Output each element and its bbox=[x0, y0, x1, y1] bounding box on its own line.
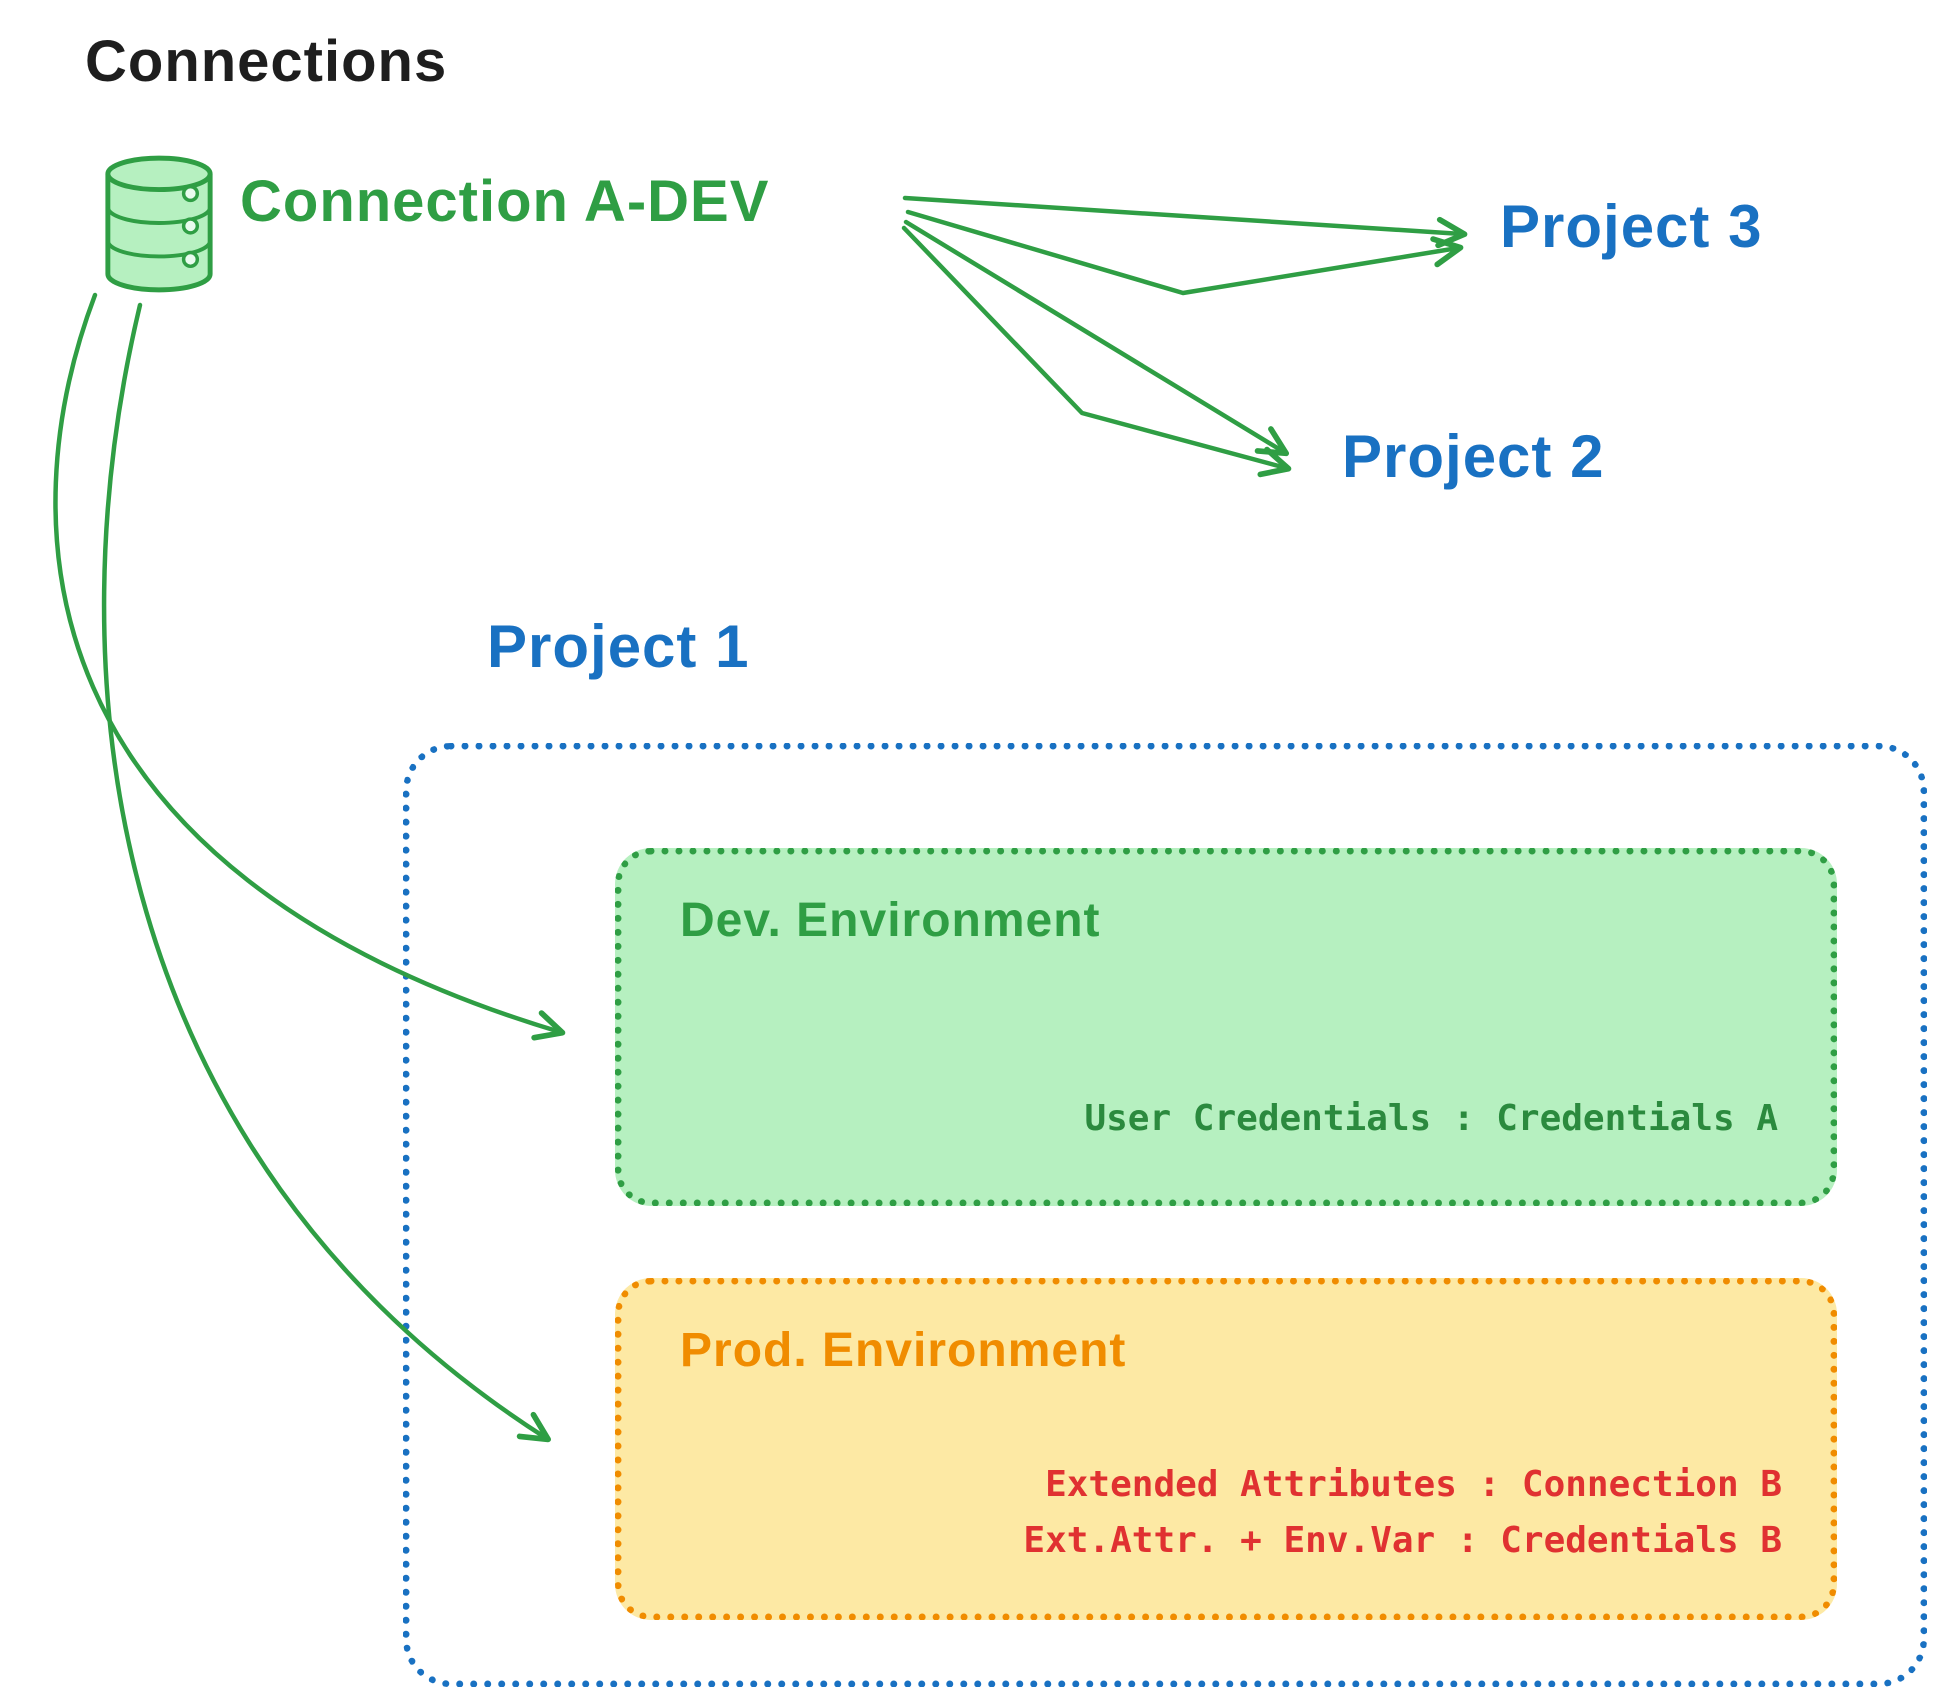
connection-a-dev-label: Connection A-DEV bbox=[240, 169, 770, 234]
dev-environment-title: Dev. Environment bbox=[680, 894, 1101, 947]
arrow-to-project3-b bbox=[905, 209, 1464, 296]
arrow-to-project3-a bbox=[902, 195, 1468, 249]
dev-environment-box: Dev. Environment User Credentials : Cred… bbox=[615, 848, 1837, 1206]
arrow-to-project2-b bbox=[901, 225, 1292, 478]
prod-ext-attr-env-var-line: Ext.Attr. + Env.Var : Credentials B bbox=[1023, 1520, 1782, 1562]
database-icon-svg bbox=[105, 155, 213, 293]
prod-environment-title: Prod. Environment bbox=[680, 1324, 1127, 1377]
diagram-title: Connections bbox=[85, 29, 448, 94]
prod-extended-attributes-line: Extended Attributes : Connection B bbox=[1045, 1464, 1782, 1506]
prod-environment-text: Extended Attributes : Connection B Ext.A… bbox=[1023, 1457, 1782, 1569]
database-icon bbox=[100, 150, 218, 298]
arrow-to-project2-a bbox=[903, 219, 1290, 457]
project-3-label: Project 3 bbox=[1500, 193, 1763, 260]
dev-user-credentials-text: User Credentials : Credentials A bbox=[1084, 1098, 1778, 1140]
prod-environment-box: Prod. Environment Extended Attributes : … bbox=[615, 1278, 1837, 1620]
project-1-label: Project 1 bbox=[487, 613, 750, 680]
project-2-label: Project 2 bbox=[1342, 423, 1605, 490]
project-1-container: Dev. Environment User Credentials : Cred… bbox=[403, 743, 1927, 1687]
